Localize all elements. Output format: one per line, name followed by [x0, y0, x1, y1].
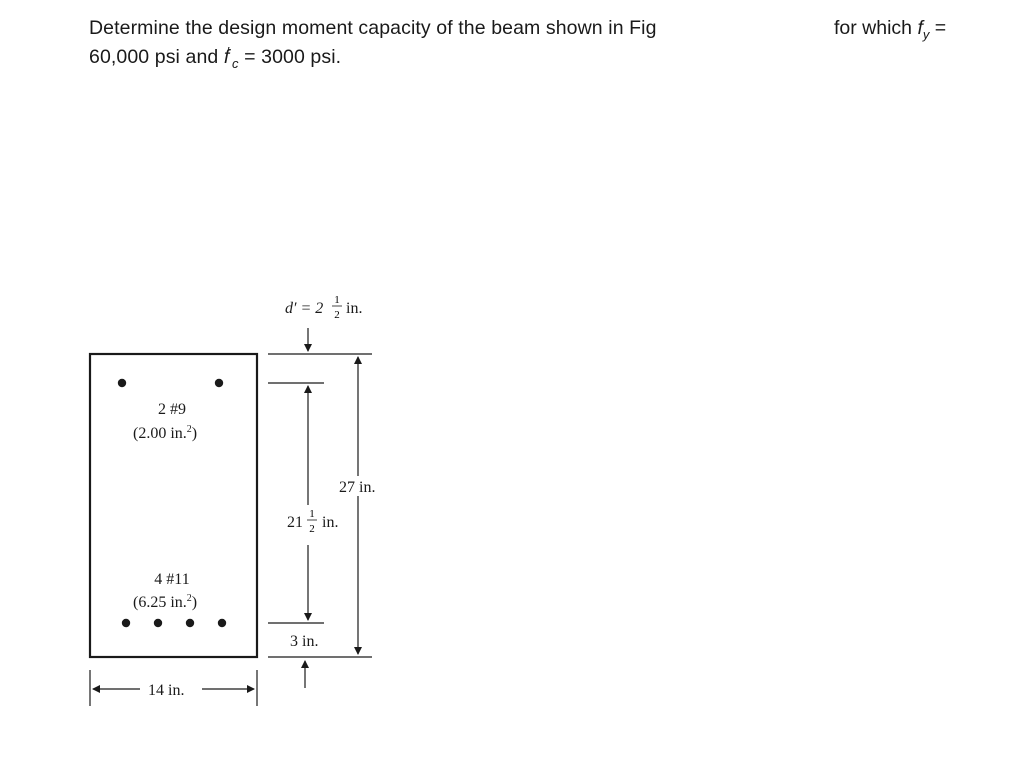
d-prime-frac-den: 2: [334, 309, 340, 321]
top-rebar: [117, 378, 127, 388]
fy-equals: =: [934, 17, 947, 39]
inner-dim-frac-den: 2: [309, 523, 315, 535]
fy-subscript: y: [922, 27, 930, 42]
problem-line-2: 60,000 psi and f′c = 3000 psi.: [89, 43, 657, 73]
height-label: 27 in.: [339, 479, 375, 496]
height-label-bg: [336, 476, 382, 496]
bottom-rebar: [153, 618, 163, 628]
inner-dim-frac-num: 1: [309, 508, 315, 520]
fc-value: 3000 psi.: [261, 46, 342, 68]
problem-tail-text: for which: [834, 17, 913, 39]
fc-equals: =: [244, 46, 256, 68]
top-rebar: [214, 378, 224, 388]
bottom-rebar: [185, 618, 195, 628]
fc-prime: ′: [227, 44, 230, 59]
fc-symbol: f: [223, 46, 230, 68]
fy-symbol: f: [917, 17, 923, 39]
width-label: 14 in.: [148, 682, 184, 699]
bottom-rebar: [217, 618, 227, 628]
problem-text-line1: Determine the design moment capacity of …: [89, 17, 657, 39]
top-bars-label: 2 #9: [158, 401, 186, 418]
problem-tail: for which fy =: [834, 14, 946, 44]
problem-line-1: Determine the design moment capacity of …: [89, 14, 657, 43]
beam-outline: [88, 352, 259, 659]
d-prime-frac-num: 1: [334, 294, 340, 306]
top-bars-area: (2.00 in.2): [133, 424, 197, 442]
d-prime-unit: in.: [346, 300, 362, 317]
fy-value: 60,000 psi and: [89, 46, 219, 68]
bottom-rebar: [121, 618, 131, 628]
inner-dim-unit: in.: [322, 514, 338, 531]
d-prime-label: d′ = 2: [285, 300, 323, 317]
fc-subscript: c: [231, 56, 239, 71]
cover-label: 3 in.: [290, 633, 318, 650]
bottom-bars-area: (6.25 in.2): [133, 593, 197, 611]
bottom-bars-label: 4 #11: [154, 571, 189, 588]
inner-dim-whole: 21: [287, 514, 303, 531]
problem-statement: Determine the design moment capacity of …: [89, 14, 657, 73]
